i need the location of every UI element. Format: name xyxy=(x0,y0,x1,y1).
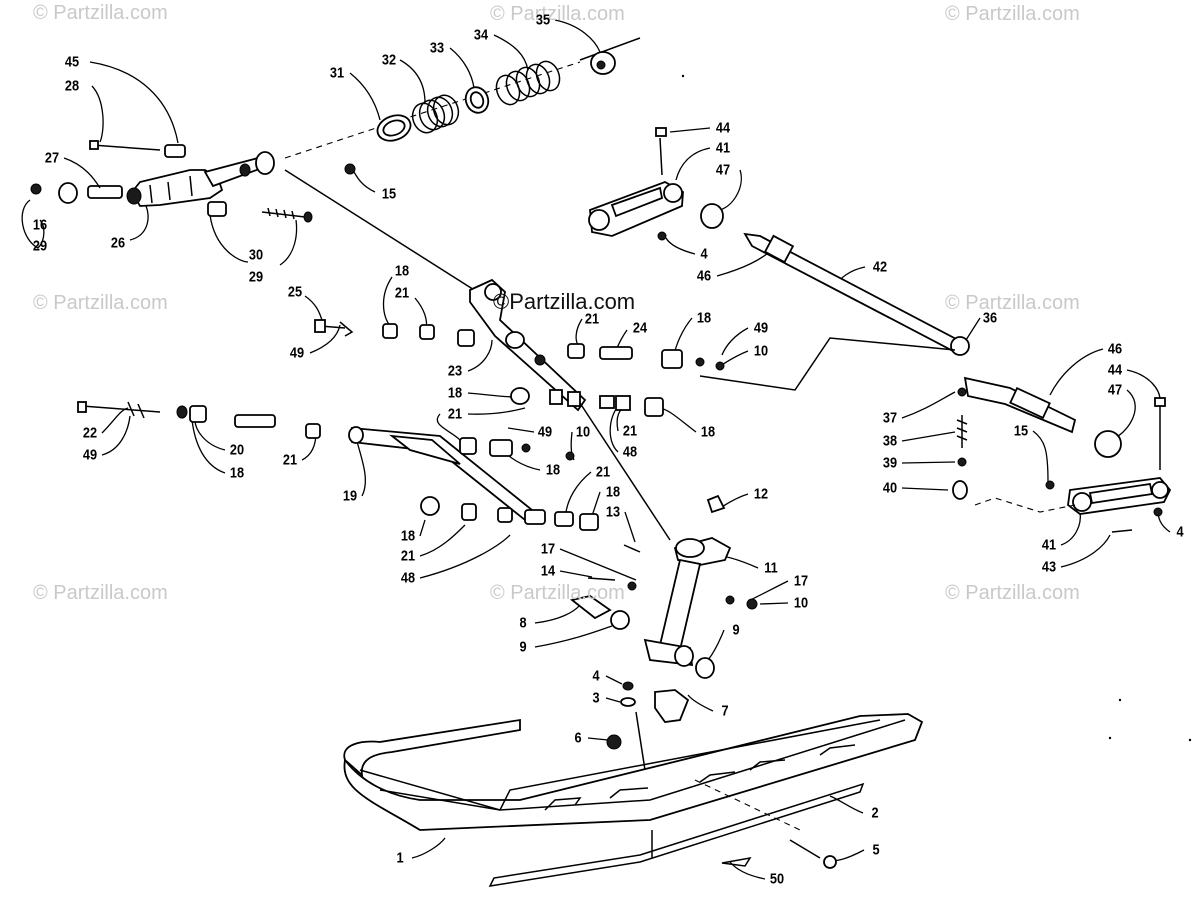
part-callout-17: 17 xyxy=(540,540,556,558)
part-callout-5: 5 xyxy=(872,841,880,859)
part-callout-4: 4 xyxy=(700,245,708,263)
spring-34 xyxy=(495,60,561,106)
part-callout-10: 10 xyxy=(793,594,809,612)
watermark: © Partzilla.com xyxy=(490,3,625,25)
part-callout-41: 41 xyxy=(715,139,731,157)
part-callout-38: 38 xyxy=(882,432,898,450)
part-callout-14: 14 xyxy=(540,562,556,580)
center-watermark: ©Partzilla.com xyxy=(493,289,636,314)
part-callout-15: 15 xyxy=(1013,422,1029,440)
part-callout-16: 16 xyxy=(32,216,48,234)
part-callout-1: 1 xyxy=(396,849,404,867)
part-callout-34: 34 xyxy=(473,26,489,44)
part-callout-6: 6 xyxy=(574,729,582,747)
part-callout-10: 10 xyxy=(575,423,591,441)
watermark: © Partzilla.com xyxy=(945,3,1080,25)
part-callout-18: 18 xyxy=(700,423,716,441)
part-callout-15: 15 xyxy=(381,185,397,203)
watermark: © Partzilla.com xyxy=(33,582,168,604)
part-callout-32: 32 xyxy=(381,51,397,69)
part-callout-7: 7 xyxy=(721,702,729,720)
part-callout-18: 18 xyxy=(400,527,416,545)
part-callout-18: 18 xyxy=(447,384,463,402)
part-callout-21: 21 xyxy=(447,405,463,423)
part-callout-49: 49 xyxy=(537,423,553,441)
watermark: © Partzilla.com xyxy=(945,582,1080,604)
watermark: © Partzilla.com xyxy=(490,582,625,604)
part-callout-48: 48 xyxy=(400,569,416,587)
part-callout-31: 31 xyxy=(329,64,345,82)
part-callout-11: 11 xyxy=(764,559,778,577)
part-callout-36: 36 xyxy=(982,309,998,327)
part-callout-18: 18 xyxy=(394,262,410,280)
part-callout-2: 2 xyxy=(871,804,879,822)
watermark: © Partzilla.com xyxy=(33,292,168,314)
spring-32 xyxy=(411,94,460,134)
part-callout-21: 21 xyxy=(584,310,600,328)
part-callout-42: 42 xyxy=(872,258,888,276)
part-callout-18: 18 xyxy=(696,309,712,327)
part-callout-18: 18 xyxy=(605,483,621,501)
part-callout-18: 18 xyxy=(229,464,245,482)
part-callout-10: 10 xyxy=(753,342,769,360)
part-callout-21: 21 xyxy=(394,284,410,302)
part-callout-21: 21 xyxy=(595,463,611,481)
part-callout-21: 21 xyxy=(282,451,298,469)
part-callout-44: 44 xyxy=(1107,361,1123,379)
part-callout-45: 45 xyxy=(64,53,80,71)
part-callout-9: 9 xyxy=(732,621,740,639)
part-callout-44: 44 xyxy=(715,119,731,137)
part-callout-29: 29 xyxy=(248,268,264,286)
part-callout-21: 21 xyxy=(400,547,416,565)
part-callout-40: 40 xyxy=(882,479,898,497)
part-callout-30: 30 xyxy=(248,246,264,264)
part-callout-35: 35 xyxy=(535,11,551,29)
part-callout-18: 18 xyxy=(545,461,561,479)
radius-rods xyxy=(77,169,725,541)
part-callout-22: 22 xyxy=(82,424,98,442)
part-callout-47: 47 xyxy=(1107,381,1123,399)
part-callout-19: 19 xyxy=(342,487,358,505)
part-callout-21: 21 xyxy=(622,422,638,440)
part-callout-46: 46 xyxy=(1107,340,1123,358)
part-callout-39: 39 xyxy=(882,454,898,472)
part-callout-50: 50 xyxy=(769,870,785,888)
part-callout-9: 9 xyxy=(519,638,527,656)
ski-assembly xyxy=(343,713,924,887)
watermark: © Partzilla.com xyxy=(33,2,168,24)
part-callout-49: 49 xyxy=(82,446,98,464)
part-callout-49: 49 xyxy=(753,319,769,337)
part-callout-24: 24 xyxy=(632,319,648,337)
part-callout-41: 41 xyxy=(1041,536,1057,554)
part-callout-12: 12 xyxy=(753,485,769,503)
watermark: © Partzilla.com xyxy=(945,292,1080,314)
part-callout-27: 27 xyxy=(44,149,60,167)
part-callout-48: 48 xyxy=(622,443,638,461)
part-callout-29: 29 xyxy=(32,237,48,255)
part-callout-13: 13 xyxy=(605,503,621,521)
part-callout-4: 4 xyxy=(1176,523,1184,541)
leader-lines xyxy=(21,19,1171,880)
shock-absorber-assembly xyxy=(30,37,641,223)
part-callout-25: 25 xyxy=(287,283,303,301)
part-callout-17: 17 xyxy=(793,572,809,590)
part-callout-3: 3 xyxy=(592,689,600,707)
part-callout-23: 23 xyxy=(447,362,463,380)
spindle-assembly xyxy=(569,494,758,771)
part-callout-37: 37 xyxy=(882,409,898,427)
part-callout-49: 49 xyxy=(289,344,305,362)
part-callout-20: 20 xyxy=(229,441,245,459)
part-callout-43: 43 xyxy=(1041,558,1057,576)
part-callout-26: 26 xyxy=(110,234,126,252)
part-callout-8: 8 xyxy=(519,614,527,632)
part-callout-33: 33 xyxy=(429,39,445,57)
part-callout-4: 4 xyxy=(592,667,600,685)
part-callout-46: 46 xyxy=(696,267,712,285)
part-callout-47: 47 xyxy=(715,161,731,179)
steering-linkage xyxy=(588,127,1172,533)
part-callout-28: 28 xyxy=(64,77,80,95)
